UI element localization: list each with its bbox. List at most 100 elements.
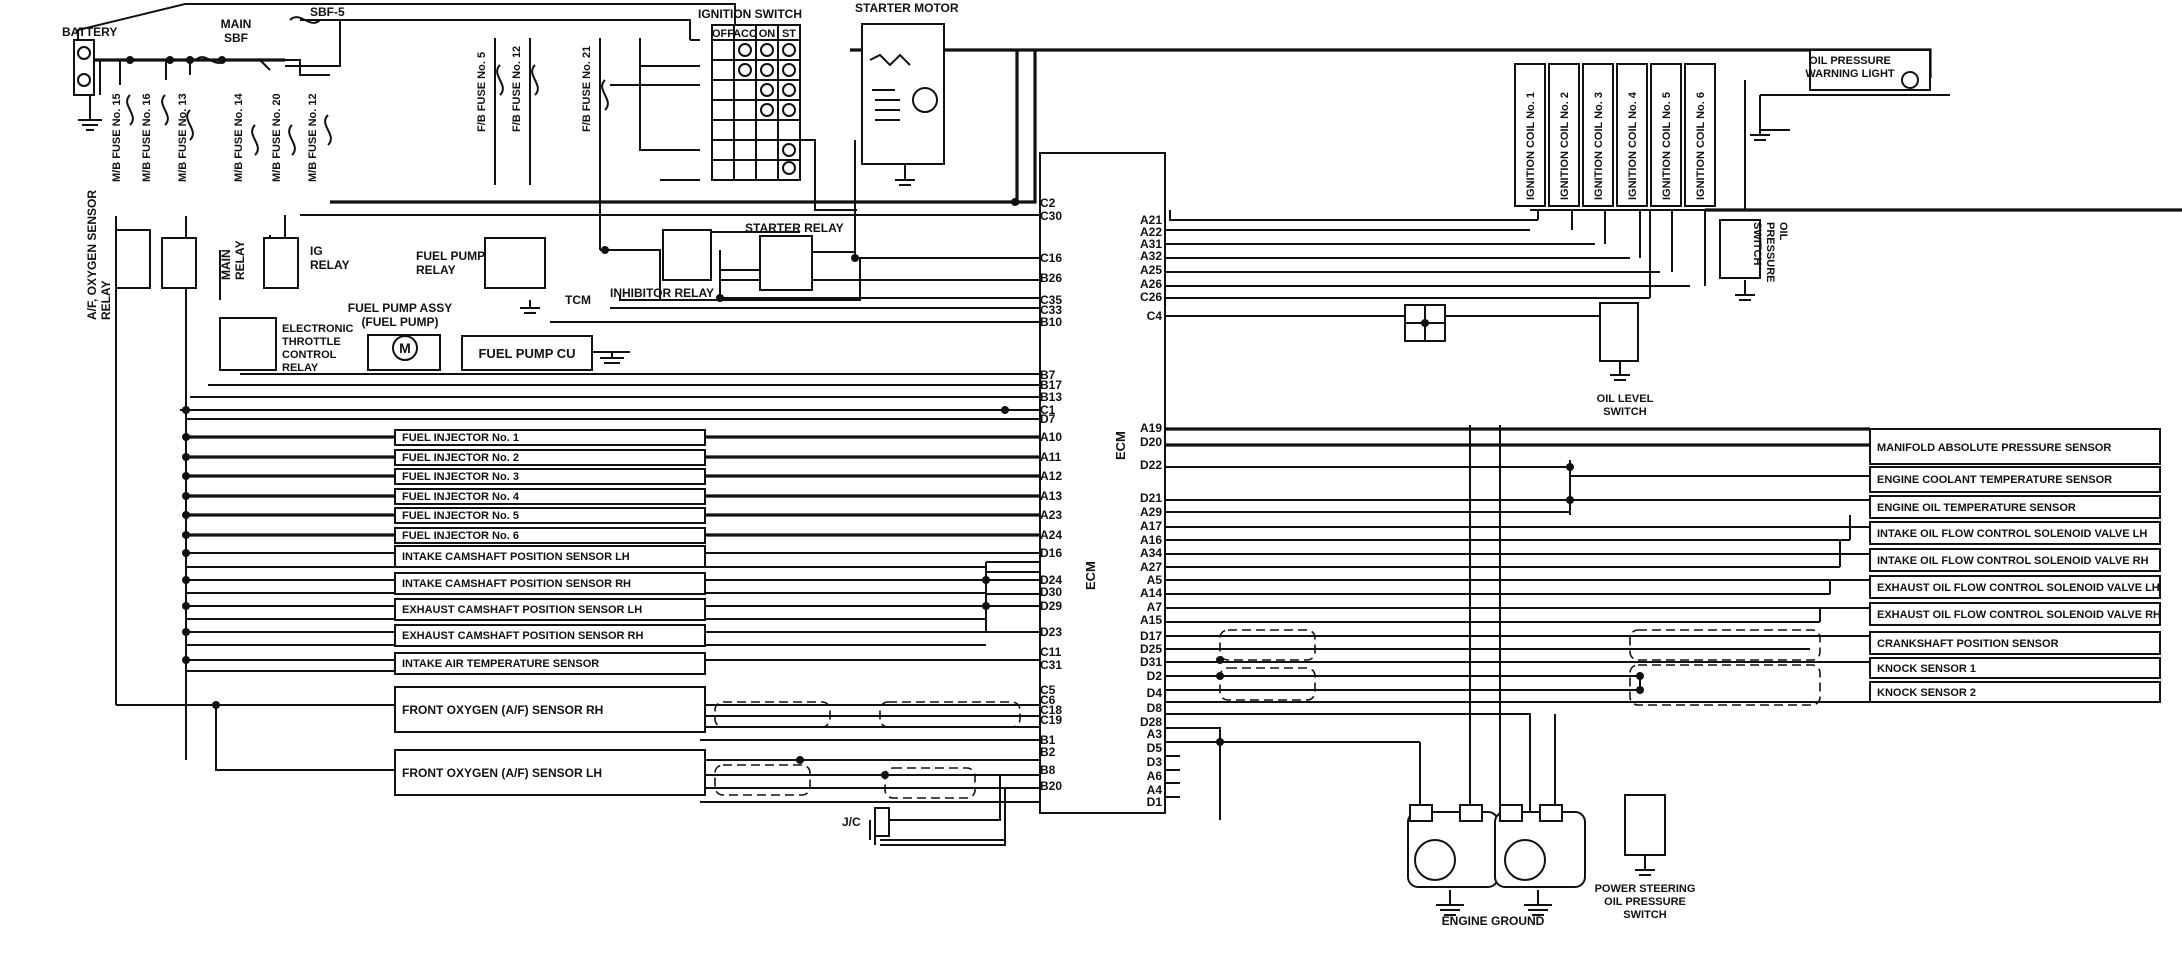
fb-fuse-label: F/B FUSE No. 12	[511, 46, 523, 132]
ignition-switch-label: IGNITION SWITCH	[698, 7, 802, 21]
ignition-coil-label: IGNITION COIL No. 6	[1695, 92, 1707, 200]
ecm-pin-left: C1	[1040, 403, 1056, 417]
ign-col-on: ON	[759, 28, 776, 40]
fuel-pump-assy-label: FUEL PUMP ASSY(FUEL PUMP)	[348, 301, 452, 329]
engine-ground-label: ENGINE GROUND	[1442, 914, 1545, 928]
ecm-pin-left: C30	[1040, 209, 1062, 223]
ecm-pin-right: D28	[1140, 715, 1162, 729]
ecm-pin-left: D23	[1040, 625, 1062, 639]
ecm-pin-right: D22	[1140, 458, 1162, 472]
ignition-coil-label: IGNITION COIL No. 4	[1627, 91, 1639, 200]
ecm-pin-left: A24	[1040, 528, 1062, 542]
ecm-pin-left: B8	[1040, 763, 1056, 777]
ecm-pin-right: A27	[1140, 560, 1162, 574]
jc-label: J/C	[842, 815, 861, 829]
right-component-label: INTAKE OIL FLOW CONTROL SOLENOID VALVE R…	[1877, 555, 2149, 567]
ecm-pin-right: A4	[1147, 783, 1163, 797]
starter-motor-label: STARTER MOTOR	[855, 1, 959, 15]
ecm-pin-left: B1	[1040, 733, 1056, 747]
ecm-pin-left: B2	[1040, 745, 1056, 759]
ecm-pin-left: C33	[1040, 303, 1062, 317]
ecm-pin-right: A14	[1140, 586, 1162, 600]
ecm-pin-left: C18	[1040, 703, 1062, 717]
mb-fuse-label: M/B FUSE No. 15	[111, 93, 123, 182]
right-component-label: MANIFOLD ABSOLUTE PRESSURE SENSOR	[1877, 442, 2111, 454]
af-oxygen-sensor-relay-label: A/F, OXYGEN SENSORRELAY	[85, 190, 113, 320]
component-shapes	[73, 16, 2161, 916]
ecm-pin-left: D7	[1040, 412, 1056, 426]
mb-fuse-label: M/B FUSE No. 13	[177, 93, 189, 182]
ignition-coil-label: IGNITION COIL No. 1	[1525, 92, 1537, 200]
ecm-pin-right: D4	[1147, 686, 1163, 700]
left-component-label: EXHAUST CAMSHAFT POSITION SENSOR RH	[402, 630, 643, 642]
wire-network	[77, 3, 2182, 846]
sbf5-label: SBF-5	[310, 5, 345, 19]
ecm-pin-right: A15	[1140, 613, 1162, 627]
ecm-pin-right: D3	[1147, 755, 1163, 769]
inhibitor-relay-label: INHIBITOR RELAY	[610, 286, 714, 300]
ecm-pin-left: C11	[1040, 645, 1062, 659]
ecm-pin-left: D24	[1040, 573, 1062, 587]
main-relay-label: MAINRELAY	[219, 240, 247, 280]
junction-dots	[126, 56, 1644, 779]
ecm-pin-left: C35	[1040, 293, 1062, 307]
right-component-label: ENGINE OIL TEMPERATURE SENSOR	[1877, 502, 2076, 514]
ign-col-off: OFF	[712, 28, 734, 40]
ecm-pin-left: B13	[1040, 390, 1062, 404]
fb-fuse-label: F/B FUSE No. 21	[581, 46, 593, 132]
left-component-label: FUEL INJECTOR No. 3	[402, 471, 519, 483]
battery-label: BATTERY	[62, 25, 117, 39]
ecm-pin-right: A17	[1140, 519, 1162, 533]
right-component-label: EXHAUST OIL FLOW CONTROL SOLENOID VALVE …	[1877, 582, 2160, 594]
ecm-pin-right: A21	[1140, 213, 1162, 227]
ecm-pin-left: A11	[1040, 450, 1062, 464]
ecm-pin-right: A22	[1140, 225, 1162, 239]
ecm-pin-left: B17	[1040, 378, 1062, 392]
ecm-pin-left: B20	[1040, 779, 1062, 793]
ecm-pin-right: D2	[1147, 669, 1163, 683]
ecm-pin-right: D17	[1140, 629, 1162, 643]
fuel-pump-cu-label: FUEL PUMP CU	[478, 346, 575, 361]
right-component-label: KNOCK SENSOR 2	[1877, 687, 1976, 699]
ecm-pin-left: C2	[1040, 196, 1056, 210]
ecm-pin-left: C31	[1040, 658, 1062, 672]
mb-fuse-label: M/B FUSE No. 20	[271, 93, 283, 182]
ecm-pin-left: A23	[1040, 508, 1062, 522]
ecm-pin-left: D16	[1040, 546, 1062, 560]
right-component-label: KNOCK SENSOR 1	[1877, 663, 1976, 675]
ecm-pin-left: C5	[1040, 683, 1056, 697]
ecm-pin-right: A32	[1140, 249, 1162, 263]
ecm-pin-left: C16	[1040, 251, 1062, 265]
ecm-label-2: ECM	[1083, 561, 1098, 590]
right-component-label: CRANKSHAFT POSITION SENSOR	[1877, 638, 2059, 650]
left-component-label: FUEL INJECTOR No. 1	[402, 432, 519, 444]
ecm-pin-right: D31	[1140, 655, 1162, 669]
ecm-pin-right: A34	[1140, 546, 1162, 560]
left-component-label: FUEL INJECTOR No. 6	[402, 530, 519, 542]
ecm-pin-right: D1	[1147, 795, 1163, 809]
mb-fuse-label: M/B FUSE No. 14	[233, 92, 245, 182]
right-component-label: EXHAUST OIL FLOW CONTROL SOLENOID VALVE …	[1877, 609, 2161, 621]
right-component-label: INTAKE OIL FLOW CONTROL SOLENOID VALVE L…	[1877, 528, 2147, 540]
left-component-label: INTAKE AIR TEMPERATURE SENSOR	[402, 658, 599, 670]
ecm-label: ECM	[1113, 431, 1128, 460]
left-component-label: EXHAUST CAMSHAFT POSITION SENSOR LH	[402, 604, 642, 616]
ignition-coil-label: IGNITION COIL No. 5	[1661, 92, 1673, 200]
ecm-pin-left: B26	[1040, 271, 1062, 285]
ecm-pin-right: D25	[1140, 642, 1162, 656]
ecm-pin-left: B10	[1040, 315, 1062, 329]
ecm-pin-right: C26	[1140, 290, 1162, 304]
mb-fuse-label: M/B FUSE No. 16	[141, 93, 153, 182]
front-oxygen-sensor-rh-label: FRONT OXYGEN (A/F) SENSOR RH	[402, 703, 603, 717]
ign-col-acc: ACC	[733, 28, 757, 40]
ecm-pin-right: D21	[1140, 491, 1162, 505]
ecm-pin-right: A5	[1147, 573, 1163, 587]
left-component-label: INTAKE CAMSHAFT POSITION SENSOR RH	[402, 578, 631, 590]
